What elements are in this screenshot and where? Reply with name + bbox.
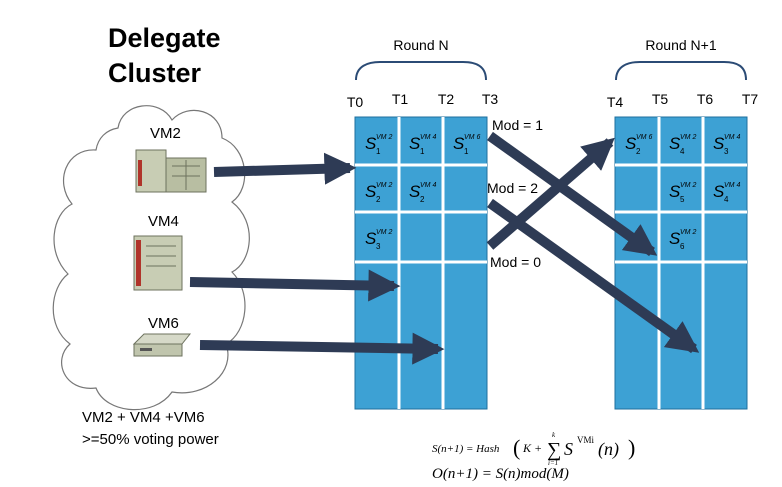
arrow-mod-1 — [487, 131, 658, 257]
cell-superscript: VM 4 — [724, 134, 740, 141]
round-n1-label: Round N+1 — [645, 37, 716, 53]
cell-subscript: 5 — [680, 195, 685, 204]
cell-subscript: 4 — [724, 195, 729, 204]
arrow-vm2-to-grid — [213, 152, 357, 185]
arrow-vm4-to-grid — [189, 269, 401, 302]
formula-sum-lower: i=1 — [548, 459, 558, 467]
server-rack-icon-vm2 — [135, 149, 207, 193]
time-label-t7: T7 — [742, 91, 759, 107]
cell-symbol-s: S — [365, 182, 377, 201]
time-label-t4: T4 — [607, 94, 624, 110]
cell-subscript: 3 — [724, 147, 729, 156]
time-label-t1: T1 — [392, 91, 409, 107]
formula-s-arg: (n) — [598, 439, 619, 460]
formula-sum-sign: ∑ — [547, 439, 561, 461]
cell-symbol-s: S — [669, 134, 681, 153]
vote-note-line-2: >=50% voting power — [82, 431, 219, 448]
vm-label-vm2: VM2 — [150, 125, 181, 142]
title-line-2: Cluster — [108, 58, 202, 88]
cell-symbol-s: S — [625, 134, 637, 153]
cell-superscript: VM 2 — [680, 134, 696, 141]
cell-superscript: VM 2 — [680, 229, 696, 236]
formula-k-term: K + — [522, 441, 542, 455]
cell-superscript: VM 6 — [636, 134, 652, 141]
cell-subscript: 1 — [464, 147, 469, 156]
cell-subscript: 2 — [420, 195, 425, 204]
formula-paren-open: ( — [513, 435, 520, 460]
network-appliance-icon-vm6 — [132, 333, 192, 357]
time-labels-left: T0 T1 T2 T3 — [347, 91, 499, 110]
cell-symbol-s: S — [453, 134, 465, 153]
time-label-t3: T3 — [482, 91, 499, 107]
tower-server-icon-vm4 — [133, 235, 183, 291]
formula-hash-lhs: S(n+1) = Hash — [432, 443, 500, 455]
cell-symbol-s: S — [669, 229, 681, 248]
round-n-label: Round N — [393, 37, 448, 53]
cell-superscript: VM 4 — [724, 182, 740, 189]
mod-label-2: Mod = 2 — [487, 180, 538, 196]
formula-paren-close: ) — [628, 435, 635, 460]
cell-subscript: 2 — [636, 147, 641, 156]
cell-subscript: 6 — [680, 242, 685, 251]
cell-symbol-s: S — [409, 134, 421, 153]
time-label-t0: T0 — [347, 94, 364, 110]
vote-note-line-1: VM2 + VM4 +VM6 — [82, 409, 205, 426]
cell-symbol-s: S — [713, 134, 725, 153]
formula-s-term: S — [564, 439, 573, 459]
cell-symbol-s: S — [409, 182, 421, 201]
cell-subscript: 4 — [680, 147, 685, 156]
formula-sum-upper: k — [552, 431, 556, 439]
cell-superscript: VM 2 — [680, 182, 696, 189]
grid-round-n1 — [614, 116, 748, 410]
arrow-mod-0 — [486, 137, 615, 250]
cell-symbol-s: S — [365, 134, 377, 153]
time-label-t6: T6 — [697, 91, 714, 107]
cell-symbol-s: S — [365, 229, 377, 248]
cell-superscript: VM 2 — [376, 182, 392, 189]
cell-subscript: 3 — [376, 242, 381, 251]
vm-label-vm4: VM4 — [148, 213, 179, 230]
brace-round-n1 — [615, 61, 747, 81]
cell-subscript: 1 — [420, 147, 425, 156]
formula-output: O(n+1) = S(n)mod(M) — [432, 466, 569, 482]
time-label-t2: T2 — [438, 91, 455, 107]
mod-label-0: Mod = 0 — [490, 254, 541, 270]
time-label-t5: T5 — [652, 91, 669, 107]
cell-superscript: VM 4 — [420, 134, 436, 141]
cell-superscript: VM 4 — [420, 182, 436, 189]
cell-subscript: 1 — [376, 147, 381, 156]
cell-symbol-s: S — [669, 182, 681, 201]
mod-label-1: Mod = 1 — [492, 117, 543, 133]
cell-superscript: VM 2 — [376, 229, 392, 236]
formula-hash: S(n+1) = Hash ( K + ∑ k i=1 S VMi (n) ) — [432, 431, 635, 467]
title-line-1: Delegate — [108, 23, 221, 53]
arrow-vm6-to-grid — [199, 332, 445, 365]
brace-round-n — [355, 61, 487, 81]
time-labels-right: T4 T5 T6 T7 — [607, 91, 759, 110]
cell-superscript: VM 2 — [376, 134, 392, 141]
vm-label-vm6: VM6 — [148, 315, 179, 332]
grid-round-n — [354, 116, 488, 410]
formula-s-sup: VMi — [577, 435, 595, 445]
cell-subscript: 2 — [376, 195, 381, 204]
arrow-mod-2 — [487, 198, 700, 354]
cell-superscript: VM 6 — [464, 134, 480, 141]
cell-symbol-s: S — [713, 182, 725, 201]
